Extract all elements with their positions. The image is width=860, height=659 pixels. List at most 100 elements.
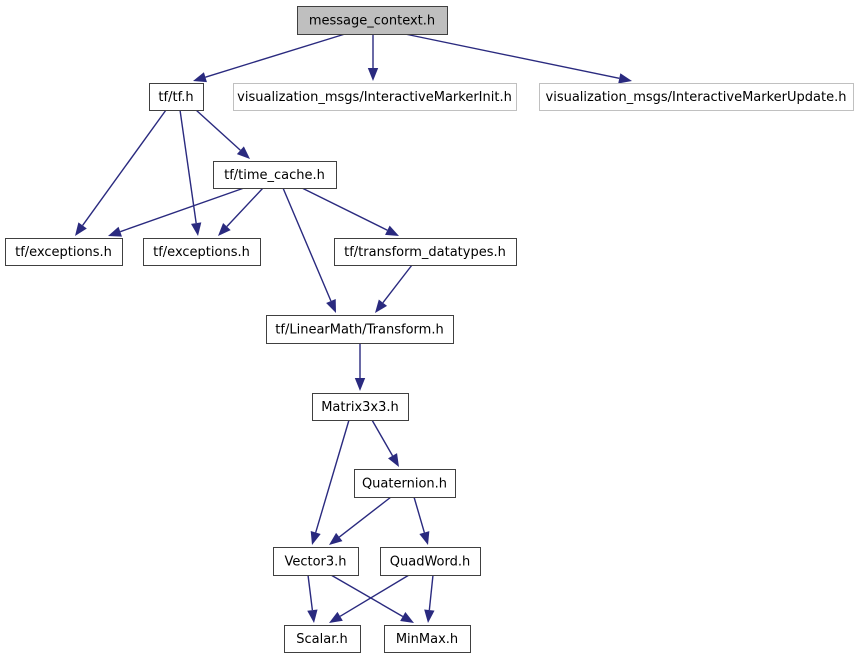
edge-line [315, 419, 350, 533]
edge-transform-to-matrix3x3 [354, 343, 366, 391]
node-box[interactable] [380, 547, 481, 576]
node-label: visualization_msgs/InteractiveMarkerUpda… [546, 90, 847, 105]
node-label: tf/transform_datatypes.h [344, 245, 506, 260]
node-message_context[interactable]: message_context.h [297, 6, 448, 35]
node-transform_datatypes[interactable]: tf/transform_datatypes.h [334, 238, 517, 266]
node-box[interactable] [297, 6, 448, 35]
arrowhead-icon [218, 222, 231, 236]
node-label: Scalar.h [296, 632, 347, 647]
edge-line [382, 264, 413, 304]
edge-tf_tf-to-exceptions_b [179, 109, 202, 236]
node-box[interactable] [384, 625, 471, 653]
node-exceptions_a[interactable]: tf/exceptions.h [5, 238, 123, 266]
edge-quaternion-to-vector3 [329, 496, 392, 545]
node-box[interactable] [266, 315, 454, 344]
node-box[interactable] [213, 161, 337, 189]
node-scalar[interactable]: Scalar.h [284, 625, 361, 653]
arrowhead-icon [385, 225, 399, 236]
arrowhead-icon [354, 378, 366, 391]
edge-line [179, 109, 197, 224]
node-label: message_context.h [309, 14, 435, 29]
node-time_cache[interactable]: tf/time_cache.h [213, 161, 337, 189]
nodes-layer: message_context.h tf/tf.h visualization_ms… [5, 6, 854, 653]
node-label: QuadWord.h [390, 555, 470, 570]
node-label: Matrix3x3.h [321, 400, 399, 415]
edge-line [404, 33, 620, 80]
edge-line [82, 109, 167, 226]
arrowhead-icon [388, 453, 399, 467]
node-im_init[interactable]: visualization_msgs/InteractiveMarkerInit… [233, 83, 517, 111]
node-transform[interactable]: tf/LinearMath/Transform.h [266, 315, 454, 344]
node-label: tf/exceptions.h [15, 245, 112, 260]
edge-time_cache-to-transform_datatypes [301, 187, 399, 236]
arrowhead-icon [618, 73, 632, 84]
node-label: MinMax.h [396, 632, 458, 647]
arrowhead-icon [400, 611, 414, 623]
node-matrix3x3[interactable]: Matrix3x3.h [312, 393, 409, 421]
node-box[interactable] [284, 625, 361, 653]
node-box[interactable] [539, 83, 854, 111]
edges-layer [75, 33, 632, 623]
edge-line [339, 574, 410, 617]
arrowhead-icon [424, 609, 435, 623]
edge-message_context-to-tf_tf [193, 33, 346, 83]
node-box[interactable] [354, 469, 456, 498]
arrowhead-icon [367, 68, 379, 81]
node-box[interactable] [143, 238, 261, 266]
edge-line [428, 574, 434, 611]
edge-quadword-to-scalar [329, 574, 410, 623]
edge-quadword-to-minmax [424, 574, 435, 623]
arrowhead-icon [310, 531, 321, 545]
edge-tf_tf-to-exceptions_a [75, 109, 167, 236]
edge-line [282, 187, 332, 302]
edge-line [330, 574, 404, 618]
node-box[interactable] [334, 238, 517, 266]
node-im_update[interactable]: visualization_msgs/InteractiveMarkerUpda… [539, 83, 854, 111]
edge-line [413, 496, 426, 533]
edge-tf_tf-to-time_cache [195, 109, 250, 159]
node-box[interactable] [233, 83, 517, 111]
node-box[interactable] [273, 547, 359, 576]
edge-line [338, 496, 392, 538]
node-quaternion[interactable]: Quaternion.h [354, 469, 456, 498]
node-label: tf/exceptions.h [153, 245, 250, 260]
edge-message_context-to-im_init [367, 34, 379, 81]
arrowhead-icon [329, 611, 343, 623]
edge-line [120, 187, 245, 233]
edge-vector3-to-minmax [330, 574, 414, 623]
node-quadword[interactable]: QuadWord.h [380, 547, 481, 576]
arrowhead-icon [419, 531, 430, 545]
arrowhead-icon [75, 222, 87, 236]
arrowhead-icon [193, 72, 207, 83]
node-box[interactable] [149, 83, 204, 111]
node-minmax[interactable]: MinMax.h [384, 625, 471, 653]
edge-line [307, 574, 314, 611]
node-label: tf/time_cache.h [224, 168, 325, 183]
edge-time_cache-to-transform [282, 187, 336, 313]
node-vector3[interactable]: Vector3.h [273, 547, 359, 576]
edge-line [205, 33, 346, 78]
edge-message_context-to-im_update [404, 33, 632, 84]
edge-line [371, 419, 394, 457]
edge-matrix3x3-to-quaternion [371, 419, 399, 467]
node-label: tf/tf.h [158, 90, 193, 105]
edge-line [195, 109, 241, 151]
node-tf_tf[interactable]: tf/tf.h [149, 83, 204, 111]
edge-line [301, 187, 388, 231]
edge-time_cache-to-exceptions_a [108, 187, 245, 237]
edge-transform_datatypes-to-transform [375, 264, 413, 313]
node-label: Vector3.h [284, 555, 346, 570]
arrowhead-icon [375, 299, 388, 313]
edge-vector3-to-scalar [307, 574, 318, 623]
arrowhead-icon [108, 226, 122, 237]
edge-matrix3x3-to-vector3 [310, 419, 350, 545]
node-box[interactable] [5, 238, 123, 266]
node-exceptions_b[interactable]: tf/exceptions.h [143, 238, 261, 266]
edge-quaternion-to-quadword [413, 496, 430, 545]
edge-line [226, 187, 264, 227]
node-box[interactable] [312, 393, 409, 421]
arrowhead-icon [191, 222, 202, 236]
node-label: visualization_msgs/InteractiveMarkerInit… [237, 90, 512, 105]
